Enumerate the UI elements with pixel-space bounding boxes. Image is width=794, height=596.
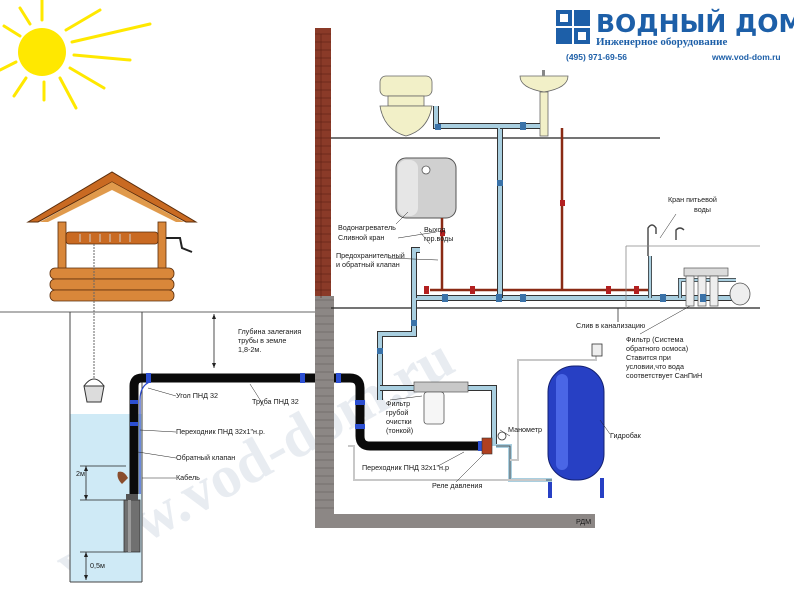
depth-label-1: Глубина залегания [238, 327, 301, 336]
manometer-label: Манометр [508, 425, 542, 434]
brand-logo-icon [556, 10, 590, 44]
sun-icon [0, 0, 150, 108]
drinking-tap-label-1: Кран питьевой [668, 195, 717, 204]
ro-filter-label-2: обратного осмоса) [626, 344, 688, 353]
brand-phone: (495) 971-69-56 [566, 52, 627, 62]
brand-subtitle: Инженерное оборудование [596, 36, 727, 48]
water-heater [396, 158, 456, 218]
valve-icons [424, 200, 639, 294]
sensor-label: РДМ [576, 517, 591, 526]
cable-label: Кабель [176, 473, 200, 482]
hot-outlet-label-1: Выход [424, 225, 446, 234]
pressure-relay-icon [482, 438, 492, 454]
depth-label-3: 1,8-2м. [238, 345, 261, 354]
drinking-tap-label-2: воды [694, 205, 711, 214]
brand-name: ВОДНЫЙ ДОМ [596, 9, 794, 38]
depth-2m-label: 2м [76, 469, 85, 478]
coarse-filter-label-2: грубой [386, 408, 408, 417]
brand-website: www.vod-dom.ru [711, 52, 781, 62]
adapter-left-label: Переходник ПНД 32х1"н.р. [176, 427, 265, 436]
bucket-icon [84, 379, 104, 402]
pump [124, 494, 140, 552]
coarse-filter-label-1: Фильтр [386, 399, 410, 408]
toilet-icon [380, 76, 432, 136]
hot-outlet-label-2: гор.воды [424, 234, 453, 243]
ro-filter-label-5: соответствует СанПиН [626, 371, 702, 380]
hot-water-pipes [430, 128, 650, 290]
hydrotank-label: Гидробак [610, 431, 642, 440]
check-valve-label: Обратный клапан [176, 453, 235, 462]
drinking-tap-icon [648, 225, 684, 256]
ro-filter-label-3: Ставится при [626, 353, 671, 362]
brand-header: ВОДНЫЙ ДОМ Инженерное оборудование (495)… [556, 9, 794, 62]
pipe-label: Труба ПНД 32 [252, 397, 299, 406]
ro-filter [684, 268, 750, 306]
ro-filter-label-4: условии,что вода [626, 362, 684, 371]
safety-valve-label-2: и обратный клапан [336, 260, 400, 269]
manometer-icon [498, 432, 506, 440]
coarse-filter-label-4: (тонкой) [386, 426, 413, 435]
sewer-drain-label: Слив в канализацию [576, 321, 646, 330]
well-house [28, 172, 196, 301]
pressure-sensor-box [592, 344, 602, 356]
coarse-filter-label-3: очистки [386, 417, 412, 426]
pressure-relay-label: Реле давления [432, 481, 482, 490]
depth-05m-label: 0,5м [90, 561, 105, 570]
adapter-right-label: Переходник ПНД 32х1"н.р [362, 463, 449, 472]
safety-valve-label-1: Предохранительный [336, 251, 405, 260]
hydrotank [548, 366, 604, 498]
drain-valve-label: Сливной кран [338, 233, 384, 242]
water-heater-label: Водонагреватель [338, 223, 396, 232]
depth-label-2: трубы в земле [238, 336, 286, 345]
elbow-label: Угол ПНД 32 [176, 391, 218, 400]
ro-filter-label-1: Фильтр (Система [626, 335, 683, 344]
